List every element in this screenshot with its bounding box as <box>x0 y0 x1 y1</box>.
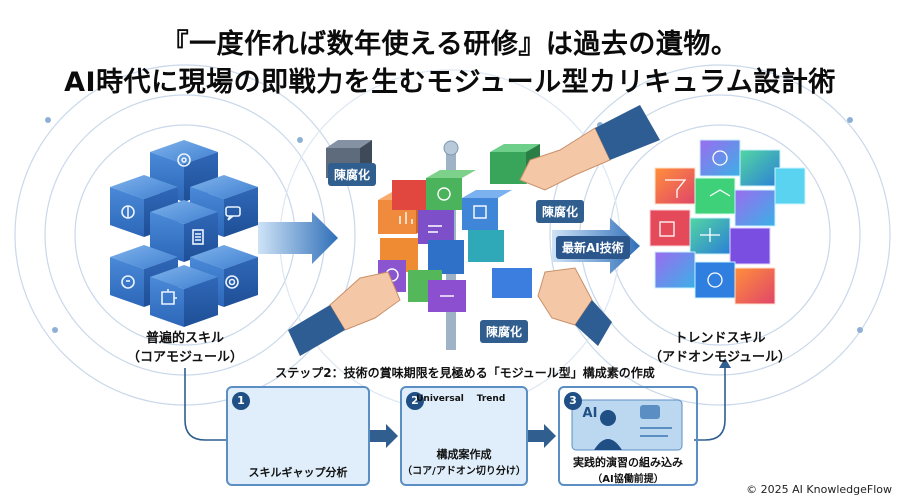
trend-module-cluster <box>649 139 806 305</box>
step2-title: 構成案作成 <box>436 448 492 461</box>
core-module-subtitle: （コアモジュール） <box>126 350 244 365</box>
step3-art <box>571 399 683 451</box>
obsolete-tag-bottom: 陳腐化 <box>480 320 529 343</box>
grid-icon <box>659 221 675 237</box>
flow-lines <box>184 368 726 441</box>
step3-label: 実践的演習の組み込み （AI協働前提） <box>560 454 696 485</box>
modular-tower <box>326 140 540 350</box>
module-cube-blue2 <box>428 240 464 274</box>
copyright: © 2025 AI KnowledgeFlow <box>746 483 892 496</box>
flow-icon <box>428 225 442 233</box>
ring-dots <box>45 117 863 333</box>
step3-panel: 3 AI 実践的演習の組み込み （AI協働前提） <box>558 386 698 486</box>
chat-icon <box>225 206 241 221</box>
document-icon <box>192 229 204 245</box>
robot-icon <box>640 405 660 419</box>
module-cube-teal <box>468 230 504 262</box>
step2-label: 構成案作成 （コア/アドオン切り分け） <box>402 446 526 477</box>
step1-label: スキルギャップ分析 <box>248 466 348 479</box>
trend-module-label: トレンドスキル （アドオンモジュール） <box>630 327 810 365</box>
step3-number: 3 <box>564 392 582 410</box>
hand-bottom-right <box>537 267 612 346</box>
head-icon <box>121 275 135 289</box>
circuit-icon <box>700 228 720 242</box>
funnel-icon <box>665 179 687 198</box>
module-cube-blue <box>462 190 512 230</box>
obsolete-tag-right: 陳腐化 <box>536 200 585 223</box>
flow-arrowhead-right <box>719 358 731 368</box>
core-cube <box>150 265 218 327</box>
step2-number: 2 <box>406 392 424 410</box>
universal-label: Universal <box>416 394 464 404</box>
step-arrows <box>368 424 556 448</box>
latest-ai-tag: 最新AI技術 <box>556 236 630 259</box>
globe-icon <box>712 150 728 166</box>
step1-number: 1 <box>232 392 250 410</box>
obsolete-tag-top: 陳腐化 <box>328 163 377 186</box>
cog-icon <box>225 275 239 289</box>
step2-heading: ステップ2：技術の賞味期限を見極める「モジュール型」構成素の作成 <box>275 366 655 380</box>
module-cube-green <box>426 170 476 210</box>
network-icon <box>709 189 731 197</box>
page-title-line2: AI時代に現場の即戦力を生むモジュール型カリキュラム設計術 <box>64 67 836 98</box>
trend-module-subtitle: （アドオンモジュール） <box>648 350 792 365</box>
step2-panel: 2 Universal Trend 構成案作成 （コア/アドオン切り分け） <box>400 386 528 486</box>
person-icon <box>600 410 616 426</box>
page-title-line1: 『一度作れば数年使える研修』は過去の遺物。 <box>161 29 739 60</box>
step2-subtitle: （コア/アドオン切り分け） <box>402 466 526 477</box>
step3-subtitle: （AI協働前提） <box>592 474 664 485</box>
bar-chart-icon <box>399 212 413 224</box>
chip-icon <box>473 205 487 219</box>
arrow-left-to-center <box>258 212 338 264</box>
atom-icon <box>437 187 451 201</box>
core-module-label: 普遍的スキル （コアモジュール） <box>105 327 265 365</box>
hand-left <box>288 271 401 356</box>
module-cube-purple <box>418 210 454 244</box>
core-module-cluster <box>110 140 258 327</box>
puzzle-icon <box>161 289 177 305</box>
hand-top-right <box>519 105 660 191</box>
step3-screen-text: AI <box>582 406 598 421</box>
trend-module-title: トレンドスキル <box>674 331 766 346</box>
sync-icon <box>707 272 723 288</box>
module-cube-blue3 <box>492 268 532 298</box>
brain-icon <box>121 205 135 219</box>
trend-label: Trend <box>476 394 506 404</box>
step3-title: 実践的演習の組み込み <box>573 456 683 469</box>
core-module-title: 普遍的スキル <box>145 331 224 346</box>
step1-panel: 1 スキルギャップ分析 <box>226 386 370 486</box>
gear-icon <box>177 153 191 167</box>
module-cube-red <box>392 180 426 210</box>
